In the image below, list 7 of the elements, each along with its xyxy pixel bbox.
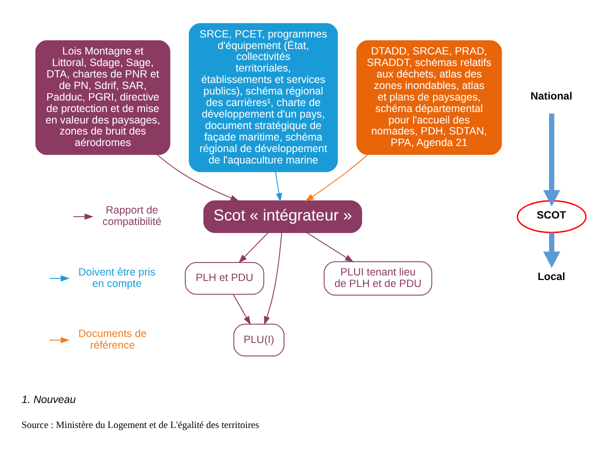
label: 1. Nouveau bbox=[22, 393, 76, 406]
legend-label: Doivent être pris en compte bbox=[78, 266, 156, 290]
legend-label: Documents de référence bbox=[78, 328, 147, 352]
legend-label: Rapport de compatibilité bbox=[102, 204, 162, 228]
caption: Source : Ministère du Logement et de L'égalité des territoires bbox=[21, 420, 260, 431]
node-text: Local bbox=[538, 270, 566, 283]
node-text: National bbox=[530, 90, 572, 102]
